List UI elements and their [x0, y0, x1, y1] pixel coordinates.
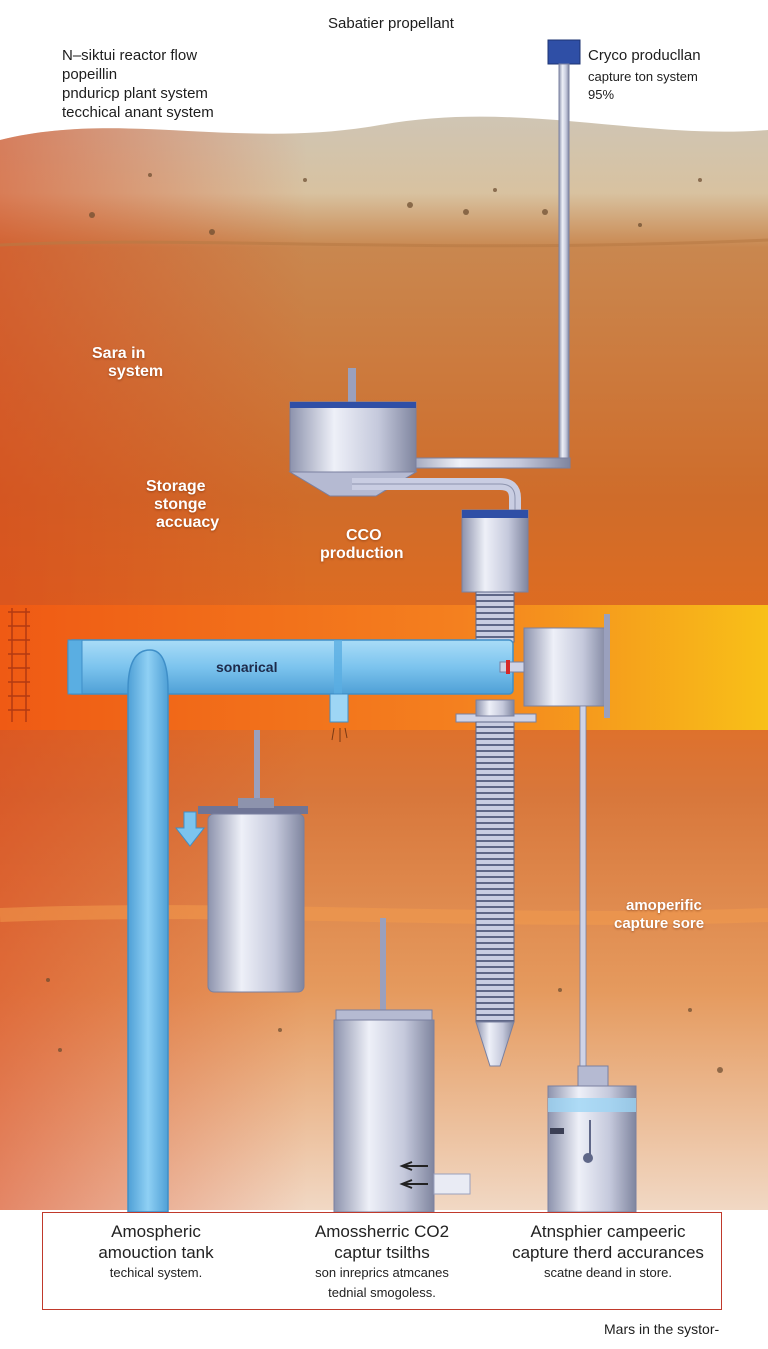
- top-right-label-1: Cryco producllan: [588, 47, 701, 64]
- caption-box: Amospheric amouction tank techical syste…: [42, 1212, 722, 1310]
- storage-label-3: accuacy: [156, 514, 220, 531]
- cco-label-1: CCO: [346, 527, 382, 544]
- caption-column-3: Atnsphier campeeric capture therd accura…: [495, 1221, 721, 1283]
- top-left-label-2: popeillin: [62, 66, 118, 83]
- storage-label-1: Storage: [146, 478, 206, 495]
- caption-2-title-2: captur tsilths: [334, 1243, 430, 1262]
- storage-label-2: stonge: [154, 496, 207, 513]
- caption-3-title-2: capture therd accurances: [512, 1243, 704, 1262]
- diagram-title: Sabatier propellant: [328, 15, 454, 32]
- amoperific-label-1: amoperific: [626, 897, 702, 914]
- footer-text: Mars in the systor-: [604, 1321, 720, 1337]
- top-left-label-4: tecchical anant system: [62, 104, 214, 121]
- caption-1-title-2: amouction tank: [98, 1243, 214, 1262]
- pipe-label: sonarical: [216, 659, 278, 675]
- caption-1-sub-1: techical system.: [109, 1265, 203, 1280]
- caption-column-2: Amossherric CO2 captur tsilths son inrep…: [269, 1221, 495, 1303]
- caption-2-title-1: Amossherric CO2: [314, 1222, 450, 1241]
- cco-label-2: production: [320, 545, 404, 562]
- sara-label-2: system: [108, 363, 164, 380]
- caption-column-1: Amospheric amouction tank techical syste…: [43, 1221, 269, 1283]
- amoperific-label-2: capture sore: [614, 915, 705, 932]
- top-left-label-1: N–siktui reactor flow: [62, 47, 198, 64]
- caption-3-title-1: Atnsphier campeeric: [530, 1222, 686, 1241]
- top-left-label-3: pnduricp plant system: [62, 85, 208, 102]
- top-right-label-2: capture ton system: [588, 69, 698, 84]
- caption-2-sub-1: son inreprics atmcanes: [315, 1265, 449, 1280]
- top-right-label-3: 95%: [588, 87, 615, 102]
- caption-2-sub-2: tednial smogoless.: [328, 1285, 436, 1300]
- sara-label-1: Sara in: [92, 345, 146, 362]
- caption-3-sub-1: scatne deand in store.: [544, 1265, 672, 1280]
- caption-1-title-1: Amospheric: [111, 1222, 201, 1241]
